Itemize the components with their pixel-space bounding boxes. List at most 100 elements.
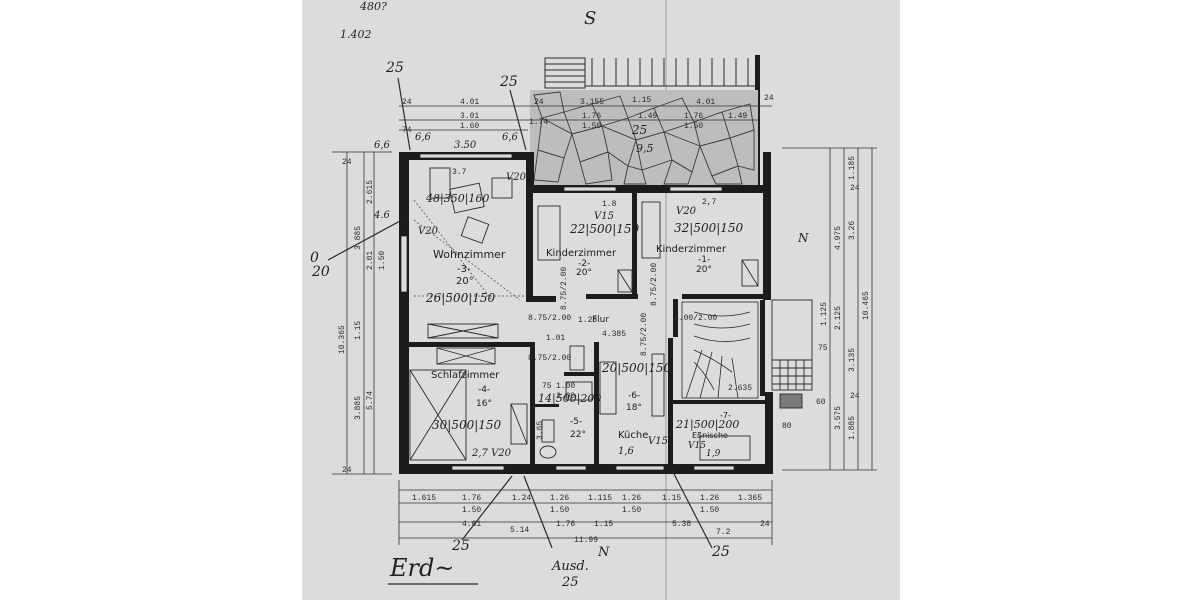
room-wohnzimmer-temp: 20°	[456, 276, 474, 287]
room-kueche-valve: V15	[648, 436, 668, 447]
dim-right-inner-4: 2.125	[834, 306, 843, 330]
dim-right-1: 10.465	[862, 291, 871, 320]
dim-bottom3-4: 1.15	[594, 520, 613, 529]
dim-door-6: 8.75/2.00	[640, 313, 649, 356]
compass-north-bottom: N	[597, 545, 610, 560]
dim-door-13: 1.00	[556, 382, 575, 391]
dim-left-inner-6: 1.50	[378, 251, 387, 270]
dim-top-extra-4: 6,6	[502, 132, 519, 143]
dim-bottom3-2: 5.14	[510, 526, 529, 535]
room-bad-temp: 22°	[570, 430, 586, 440]
dim-right-inner-7: 24	[850, 184, 860, 193]
outdoor-steps	[544, 57, 586, 89]
paper-fold-line	[665, 0, 667, 600]
mark-25-ausd: 25	[561, 575, 579, 590]
mark-25-bottom-right: 25	[711, 544, 730, 560]
dim-top-extra-6: 2,7	[702, 198, 717, 207]
terrace-area: 9,5	[636, 142, 654, 155]
dim-bottom-8: 1.26	[700, 494, 719, 503]
dim-bottom-total: 11.99	[574, 536, 598, 545]
room-wohnzimmer-valve: V20	[506, 172, 527, 183]
pen-leader-lines	[327, 77, 713, 549]
dim-door-14: 2.00	[556, 392, 575, 401]
dim-door-12: 75	[542, 382, 552, 391]
room-essnische-valve: V15	[688, 441, 706, 451]
room-wohnzimmer-number: -3-	[457, 264, 471, 275]
furniture	[409, 167, 759, 461]
dim-left-inner-4: 2.615	[366, 180, 375, 204]
room-schlafzimmer-valve: 2,7 V20	[471, 448, 512, 459]
dim-left-inner-3: 3.885	[354, 226, 363, 250]
dim-right-inner-9: 60	[816, 398, 826, 407]
room-wohnzimmer-valve2: V20	[418, 226, 439, 237]
dim-door-3: 8.75/2.00	[560, 267, 569, 310]
dim-bottom-3: 1.24	[512, 494, 531, 503]
dim-bottom3-7: 24	[760, 520, 770, 529]
pencil-hatching	[413, 199, 526, 301]
floor-plan-sheet: 480? 1.402 S	[302, 0, 900, 600]
room-schlafzimmer-temp: 16°	[476, 399, 492, 409]
room-kinderzimmer-1-valve: V20	[676, 206, 697, 217]
floor-plan-drawing: 480? 1.402 S	[310, 0, 877, 590]
dim-top2-4: 1.49	[638, 112, 657, 121]
dim-top-7: 24	[764, 94, 774, 103]
dim-top-extra-1: 3.50	[454, 140, 477, 151]
corner-note-2: 1.402	[340, 28, 372, 41]
dim-top-4: 3.155	[580, 98, 604, 107]
room-kueche-number: -6-	[628, 391, 640, 401]
room-essnische-spec: 21|500|200	[675, 418, 739, 432]
dim-left-0: 24	[342, 158, 352, 167]
dim-door-2: 8.75/2.00	[528, 354, 571, 363]
dim-left-inner-5: 2.01	[366, 251, 375, 270]
dim-door-9: 1.01	[546, 334, 565, 343]
dim-left-1: 10.365	[338, 325, 347, 354]
dim-left-inner-7: 1.15	[354, 321, 363, 340]
dim-top2-5: 1.76	[684, 112, 703, 121]
dim-right-inner-2: 3.26	[848, 221, 857, 240]
dim-bottom2-3: 1.50	[622, 506, 641, 515]
room-kinderzimmer-2-temp: 20°	[576, 268, 592, 278]
compass-north-label: N	[797, 231, 809, 245]
room-essnische-label: Eßnische	[692, 431, 728, 440]
dim-top3-1: 1.60	[460, 122, 479, 131]
dim-door-8: 4.385	[602, 330, 626, 339]
room-schlafzimmer-label: Schlafzimmer	[431, 370, 500, 381]
dim-door-5: 1.00/2.00	[674, 314, 717, 323]
dim-right-inner-6: 1.885	[848, 416, 857, 440]
dim-door-7: 1.26	[578, 316, 597, 325]
room-kinderzimmer-1-label: Kinderzimmer	[656, 244, 727, 255]
dim-right-inner-8: 24	[850, 392, 860, 401]
dim-door-11: 3.65	[536, 421, 545, 440]
room-kinderzimmer-2-label: Kinderzimmer	[546, 248, 617, 259]
dim-bottom-5: 1.115	[588, 494, 612, 503]
dim-left-2: 24	[342, 466, 352, 475]
dim-top3-2: 1.50	[582, 122, 601, 131]
dim-bottom-9: 1.365	[738, 494, 762, 503]
room-kinderzimmer-1-temp: 20°	[696, 265, 712, 275]
dim-right-inner-3: 1.125	[820, 302, 829, 326]
room-bad-number: -5-	[570, 417, 582, 427]
dim-bottom-2: 1.76	[462, 494, 481, 503]
mark-25-bottom-left: 25	[451, 538, 470, 554]
dim-top2-3: 1.76	[582, 112, 601, 121]
room-kueche-spec: 20|500|150	[601, 361, 672, 375]
dim-right-inner-5: 75	[818, 344, 828, 353]
dim-bottom3-5: 5.38	[672, 520, 691, 529]
room-wohnzimmer-spec: 26|500|150	[425, 291, 496, 305]
room-kinderzimmer-2-spec: 22|500|150	[569, 222, 640, 236]
dim-bottom-4: 1.26	[550, 494, 569, 503]
terrace-mark-25: 25	[631, 123, 647, 137]
room-essnische-note: 1,9	[706, 449, 721, 459]
dim-bottom2-2: 1.50	[550, 506, 569, 515]
room-schlafzimmer-number: -4-	[478, 385, 490, 395]
staircase	[681, 301, 759, 399]
room-wohnzimmer-label: Wohnzimmer	[433, 248, 506, 261]
dim-right-2: 4.975	[834, 226, 843, 250]
dim-top-extra-7: 3.7	[452, 168, 467, 177]
mark-25-top: 25	[499, 74, 518, 90]
dim-door-1: 8.75/2.00	[528, 314, 571, 323]
mark-20-left: 20	[311, 264, 330, 280]
dim-bottom2-4: 1.50	[700, 506, 719, 515]
room-flur-label: Flur	[592, 315, 609, 325]
dim-top2-1: 3.01	[460, 112, 479, 121]
